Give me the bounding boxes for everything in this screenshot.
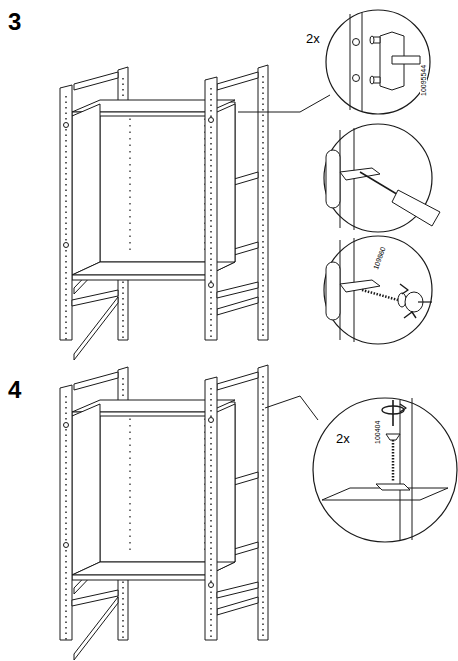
fitting	[64, 123, 69, 128]
front-post	[60, 385, 72, 640]
screw-head	[386, 434, 400, 440]
shelf-edge	[72, 575, 208, 580]
side-rail	[74, 597, 118, 660]
bracket	[326, 150, 340, 208]
post-holes	[262, 376, 263, 640]
quantity: 2x	[306, 32, 320, 45]
side-rail	[217, 297, 258, 315]
fitting	[209, 583, 214, 588]
rotation-arrowhead	[400, 404, 406, 412]
detail-circle	[324, 236, 432, 344]
bracket-tab	[340, 168, 380, 180]
side-rail	[217, 372, 258, 390]
back-holes	[129, 412, 130, 555]
post-holes	[65, 96, 66, 340]
detail-circle	[313, 398, 457, 542]
part-number: 100404	[374, 421, 381, 444]
back-holes	[129, 112, 130, 255]
lower-rail	[217, 582, 258, 598]
fitting	[64, 543, 69, 548]
part-number: 10095544	[420, 65, 427, 96]
post-holes	[210, 388, 211, 640]
post-holes	[65, 396, 66, 640]
fitting	[64, 243, 69, 248]
peg-head	[370, 36, 374, 44]
fitting	[209, 283, 214, 288]
side-rail	[217, 597, 258, 615]
lower-rail	[72, 290, 118, 306]
front-post	[60, 85, 72, 340]
detail-step4	[265, 396, 457, 542]
bracket-tab	[376, 484, 410, 490]
post-holes	[262, 76, 263, 340]
shelf-edge	[72, 275, 208, 280]
rotation-arrow	[400, 284, 408, 294]
screwdriver-shaft	[392, 400, 394, 426]
step-number: 3	[8, 10, 21, 34]
screw-thread	[392, 440, 395, 482]
side-rail	[74, 372, 118, 390]
side-rail	[74, 297, 118, 360]
screwdriver-shaft	[418, 301, 432, 302]
fitting	[209, 118, 214, 123]
rotation-arrow	[382, 406, 404, 414]
bracket	[326, 262, 340, 320]
leader-line	[265, 396, 318, 420]
rotation-arrow	[404, 312, 416, 318]
post-edge	[350, 14, 351, 110]
lower-rail	[217, 282, 258, 298]
bracket-tab	[392, 56, 420, 64]
fitting	[209, 418, 214, 423]
post-holes	[210, 88, 211, 340]
post-edge	[400, 400, 401, 540]
detail-step3	[238, 10, 440, 344]
step-number: 4	[8, 378, 21, 402]
screw-thread	[362, 290, 398, 300]
peg-head	[370, 76, 374, 84]
quantity: 2x	[336, 432, 350, 445]
shelf-unit	[60, 65, 268, 360]
hole	[353, 39, 360, 46]
side-rail	[74, 72, 118, 90]
front-post	[205, 77, 217, 340]
front-post	[205, 377, 217, 640]
shelf-unit	[60, 365, 268, 660]
bracket-tab	[340, 280, 380, 292]
leader-line	[238, 95, 330, 112]
back-post	[258, 65, 268, 340]
side-rail	[217, 72, 258, 90]
detail-circle	[326, 10, 430, 114]
screwdriver-shaft	[360, 172, 400, 196]
side-panel	[72, 404, 100, 575]
screwdriver-handle	[392, 190, 440, 226]
post-edge	[362, 12, 363, 112]
back-post	[258, 365, 268, 640]
lower-rail	[72, 590, 118, 606]
fitting	[64, 423, 69, 428]
side-panel	[72, 104, 100, 275]
post-edge	[412, 398, 413, 540]
hole	[353, 75, 360, 82]
